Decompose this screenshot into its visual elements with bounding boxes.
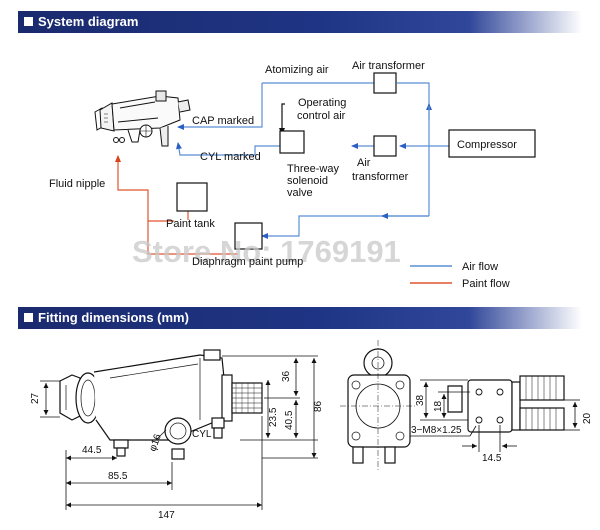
compressor-label: Compressor xyxy=(457,139,517,151)
fitting-rear-view xyxy=(447,375,565,433)
operating-control-air-arrow xyxy=(279,103,285,135)
air-transformer-mid-box xyxy=(373,135,397,157)
rear-view-dimensions xyxy=(410,379,580,452)
paint-tank-label: Paint tank xyxy=(166,218,215,230)
system-diagram-banner: System diagram xyxy=(18,11,582,33)
tank-to-nipple-line xyxy=(115,155,149,221)
dim-147: 147 xyxy=(158,510,175,521)
dim-86: 86 xyxy=(313,400,324,412)
three-way-valve-label-2: solenoid xyxy=(287,175,328,187)
cyl-air-line xyxy=(176,142,280,156)
banner-title: Fitting dimensions (mm) xyxy=(38,310,189,325)
air-transformer-top-box xyxy=(373,72,397,94)
transformer-to-right-line xyxy=(397,82,430,106)
air-transformer-mid-label-1: Air xyxy=(357,157,371,169)
dim-44-5: 44.5 xyxy=(82,445,102,456)
pump-to-tank-line xyxy=(147,220,238,255)
air-flow-lines xyxy=(176,82,449,239)
fitting-dimensions-banner: Fitting dimensions (mm) xyxy=(18,307,582,329)
cyl-marked-label: CYL marked xyxy=(200,151,261,163)
paint-tank-box xyxy=(176,182,208,212)
atomizing-air-line xyxy=(177,83,263,130)
legend-paint-label: Paint flow xyxy=(462,278,510,290)
three-way-valve-box xyxy=(279,130,305,154)
banner-title: System diagram xyxy=(38,14,139,29)
operating-control-air-label-2: control air xyxy=(297,110,346,122)
dim-14-5: 14.5 xyxy=(482,453,502,464)
legend: Air flow Paint flow xyxy=(410,261,510,290)
dim-36: 36 xyxy=(281,370,292,382)
air-transformer-mid-label-2: transformer xyxy=(352,171,409,183)
diaphragm-pump-label: Diaphragm paint pump xyxy=(192,256,303,268)
three-way-valve-label-3: valve xyxy=(287,187,313,199)
gun-front-view xyxy=(340,340,416,470)
dim-18: 18 xyxy=(433,400,444,412)
dim-85-5: 85.5 xyxy=(108,471,128,482)
side-view-dimensions xyxy=(40,355,318,510)
dim-38: 38 xyxy=(415,394,426,406)
dim-23-5: 23.5 xyxy=(268,407,279,427)
operating-control-air-label-1: Operating xyxy=(298,97,346,109)
dim-40-5: 40.5 xyxy=(284,410,295,430)
compressor-box xyxy=(448,129,536,158)
cyl-marking: CYL xyxy=(192,429,212,440)
atomizing-air-label: Atomizing air xyxy=(265,64,329,76)
air-transformer-top-label: Air transformer xyxy=(352,60,425,72)
legend-air-label: Air flow xyxy=(462,261,498,273)
gun-side-view xyxy=(59,349,263,460)
dim-20: 20 xyxy=(582,412,593,424)
three-way-valve-label-1: Three-way xyxy=(287,163,339,175)
diaphragm-pump-box xyxy=(234,222,263,250)
banner-square-icon xyxy=(24,313,33,322)
thread-spec: 3−M8×1.25 xyxy=(411,425,462,436)
fluid-nipple-label: Fluid nipple xyxy=(49,178,105,190)
store-watermark: Store No: 1769191 xyxy=(132,234,401,269)
cap-marked-label: CAP marked xyxy=(192,115,254,127)
pump-air-line xyxy=(261,215,429,239)
banner-square-icon xyxy=(24,17,33,26)
spray-gun-illustration xyxy=(94,90,191,147)
dim-27: 27 xyxy=(30,392,41,404)
